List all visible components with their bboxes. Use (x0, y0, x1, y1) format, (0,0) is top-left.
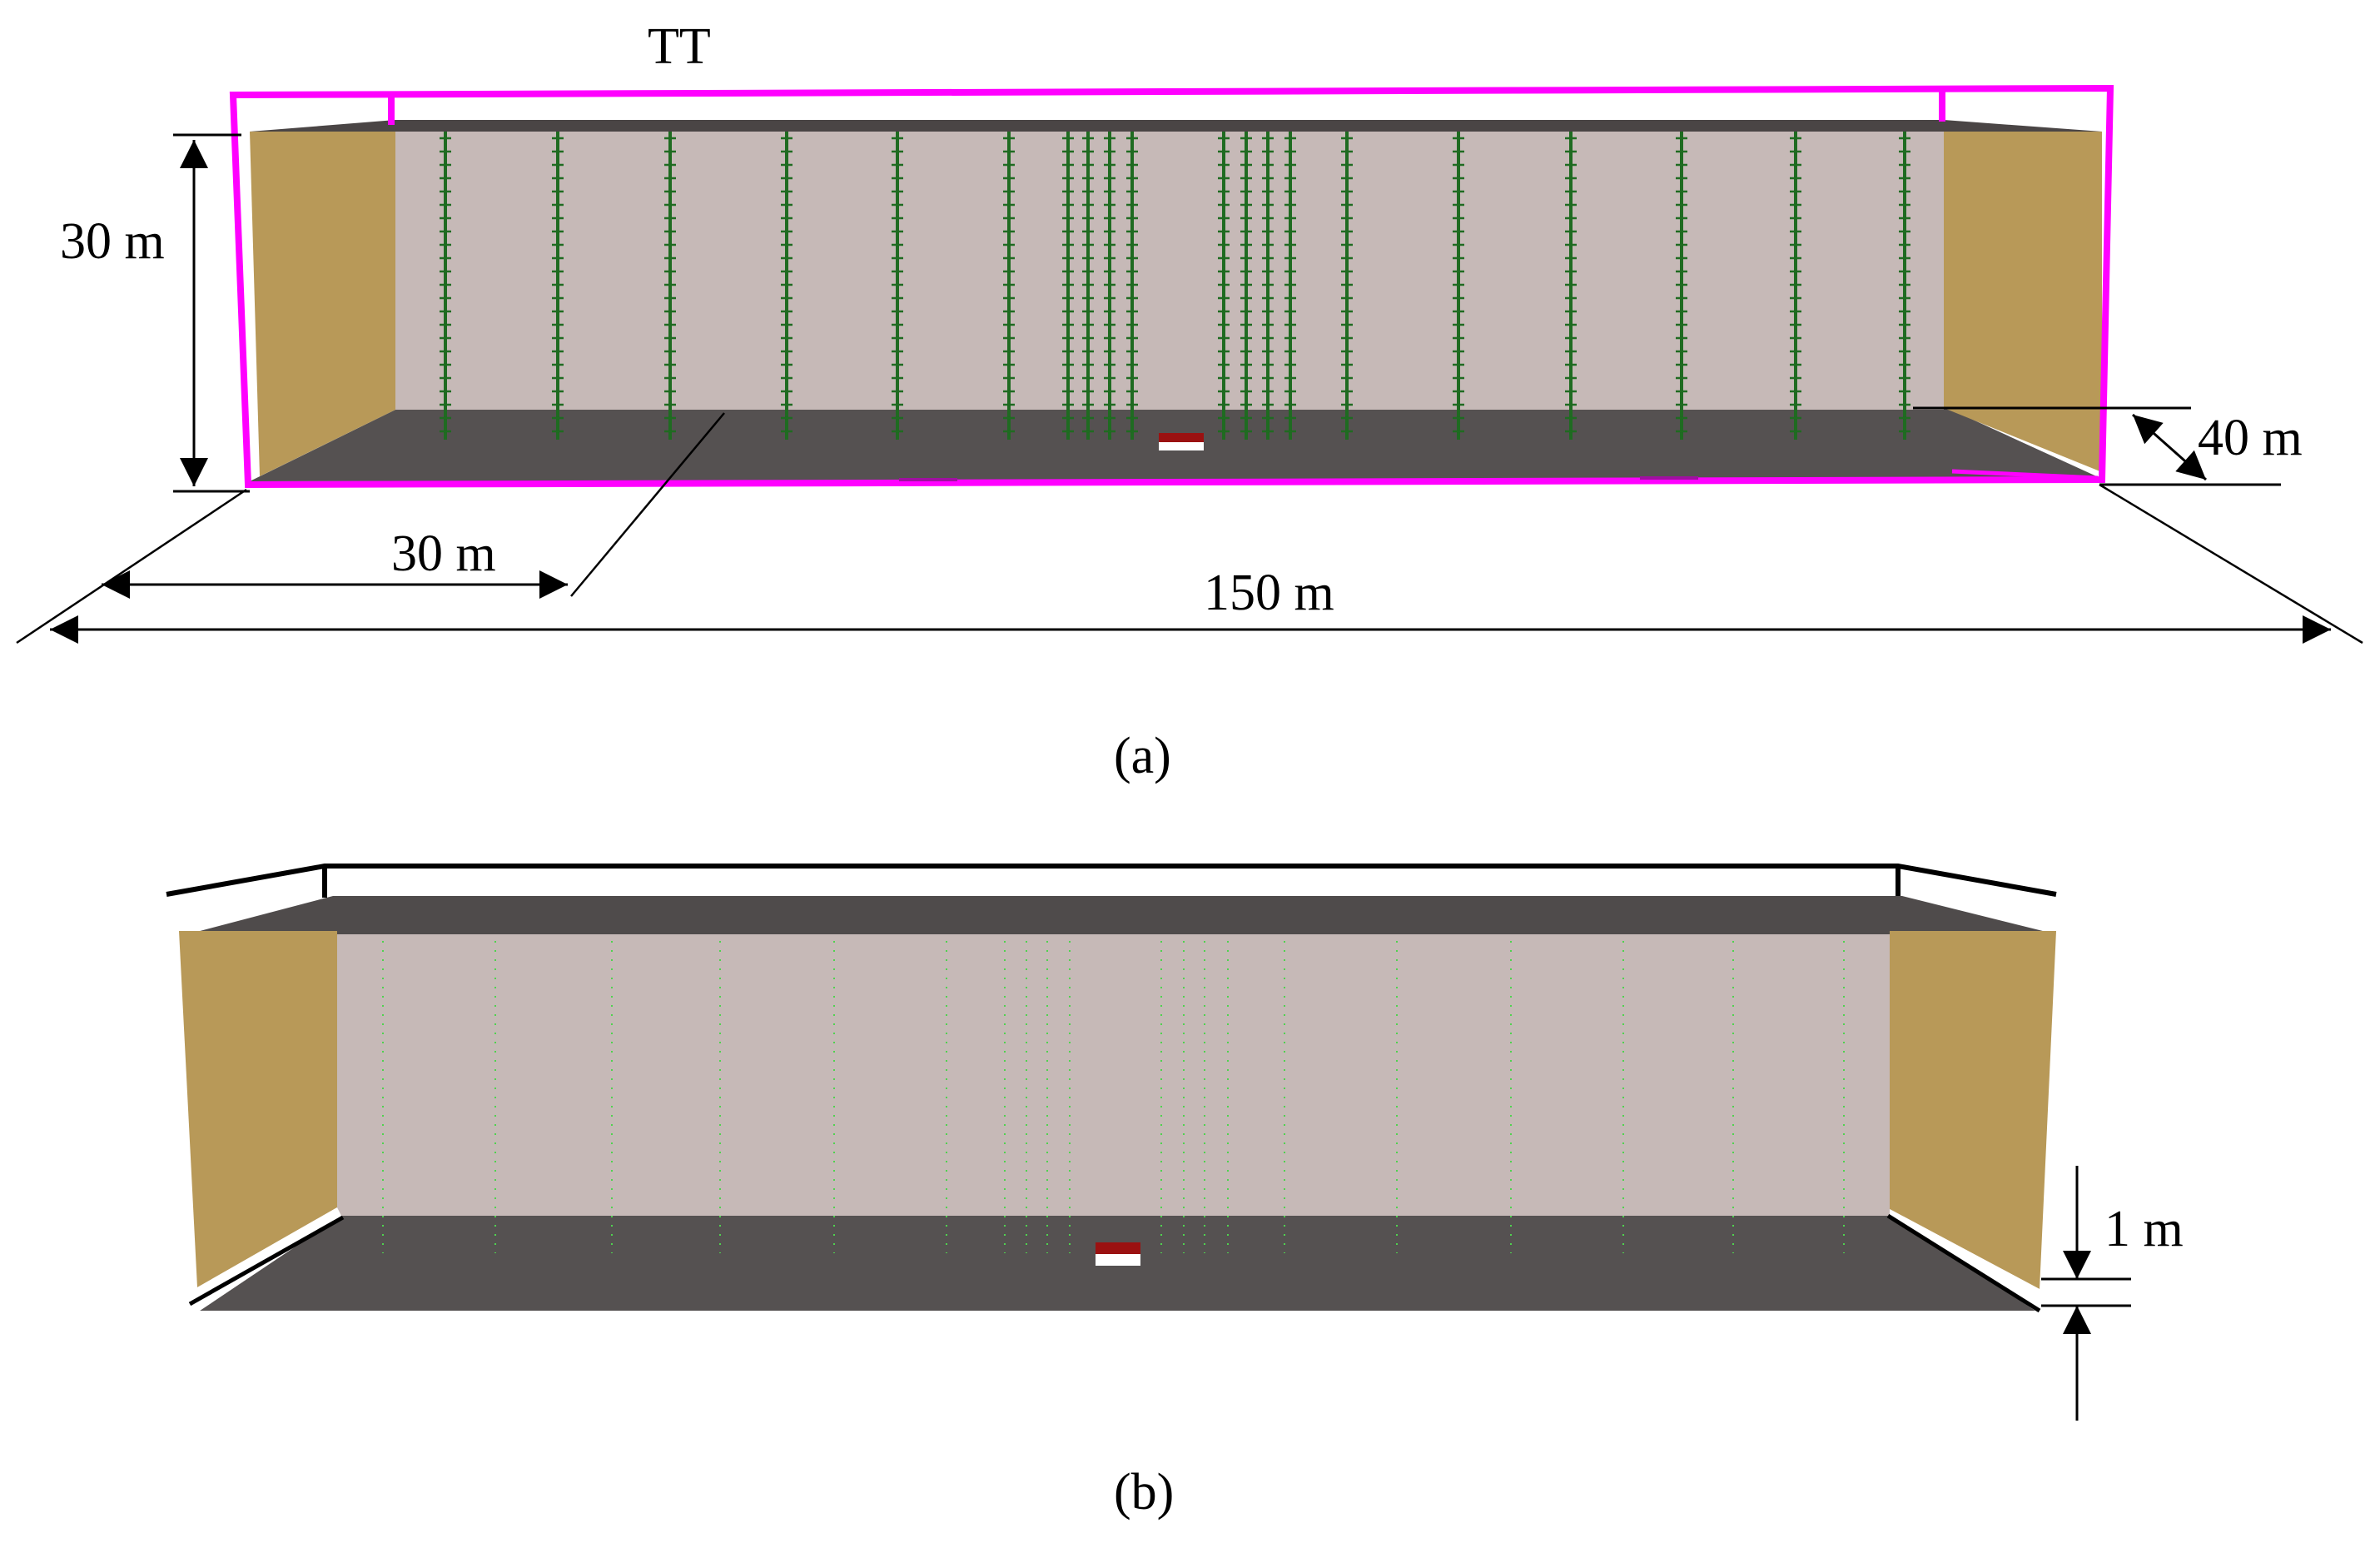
receiver-column (664, 132, 676, 440)
caption-a: (a) (1114, 728, 1171, 784)
left-side-wall-a (250, 132, 395, 476)
source-marker-b (1096, 1242, 1140, 1266)
receiver-column (1284, 132, 1296, 440)
receiver-column (1003, 132, 1015, 440)
receiver-column (892, 132, 903, 440)
receiver-column (1126, 132, 1138, 440)
receiver-column (1341, 132, 1353, 440)
ceiling-b (187, 896, 2056, 934)
ceiling-a (250, 120, 2102, 132)
receiver-column (1565, 132, 1577, 440)
source-marker-a (1159, 433, 1204, 450)
receiver-height-dimension (2041, 1166, 2131, 1421)
receiver-column (781, 132, 793, 440)
height-label: 30 m (60, 213, 165, 270)
caption-b: (b) (1114, 1464, 1174, 1521)
receiver-column (1062, 132, 1074, 440)
receiver-column (552, 132, 564, 440)
receiver-column (1104, 132, 1115, 440)
depth-dimension (1913, 406, 2281, 486)
receiver-column (1240, 132, 1252, 440)
receiver-column (1899, 132, 1910, 440)
left-side-wall-b (179, 931, 337, 1287)
bounding-box-a (229, 84, 2114, 489)
depth-label: 40 m (2198, 410, 2303, 466)
receiver-column (1218, 132, 1230, 440)
back-wall-b (335, 934, 1892, 1216)
receiver-height-label: 1 m (2104, 1201, 2184, 1257)
receiver-column (1453, 132, 1464, 440)
receiver-column (1790, 132, 1801, 440)
receiver-columns-a (440, 132, 1910, 440)
back-wall-a (395, 132, 1944, 410)
length-label: 150 m (1204, 565, 1334, 621)
receiver-column (1262, 132, 1274, 440)
receiver-column (440, 132, 451, 440)
receiver-column (1082, 132, 1094, 440)
height-dimension (173, 133, 250, 493)
offset-label: 30 m (391, 525, 496, 582)
right-side-wall-a (1944, 132, 2102, 472)
box-label: TT (648, 18, 711, 75)
panel-b: 1 m (b) (166, 864, 2184, 1521)
panel-a: TT 30 m 30 m 150 m 40 m (a) (16, 18, 2363, 784)
right-side-wall-b (1890, 931, 2056, 1289)
receiver-points-b (382, 941, 1845, 1253)
receiver-column (1676, 132, 1687, 440)
roof-outline-b (166, 864, 2057, 898)
